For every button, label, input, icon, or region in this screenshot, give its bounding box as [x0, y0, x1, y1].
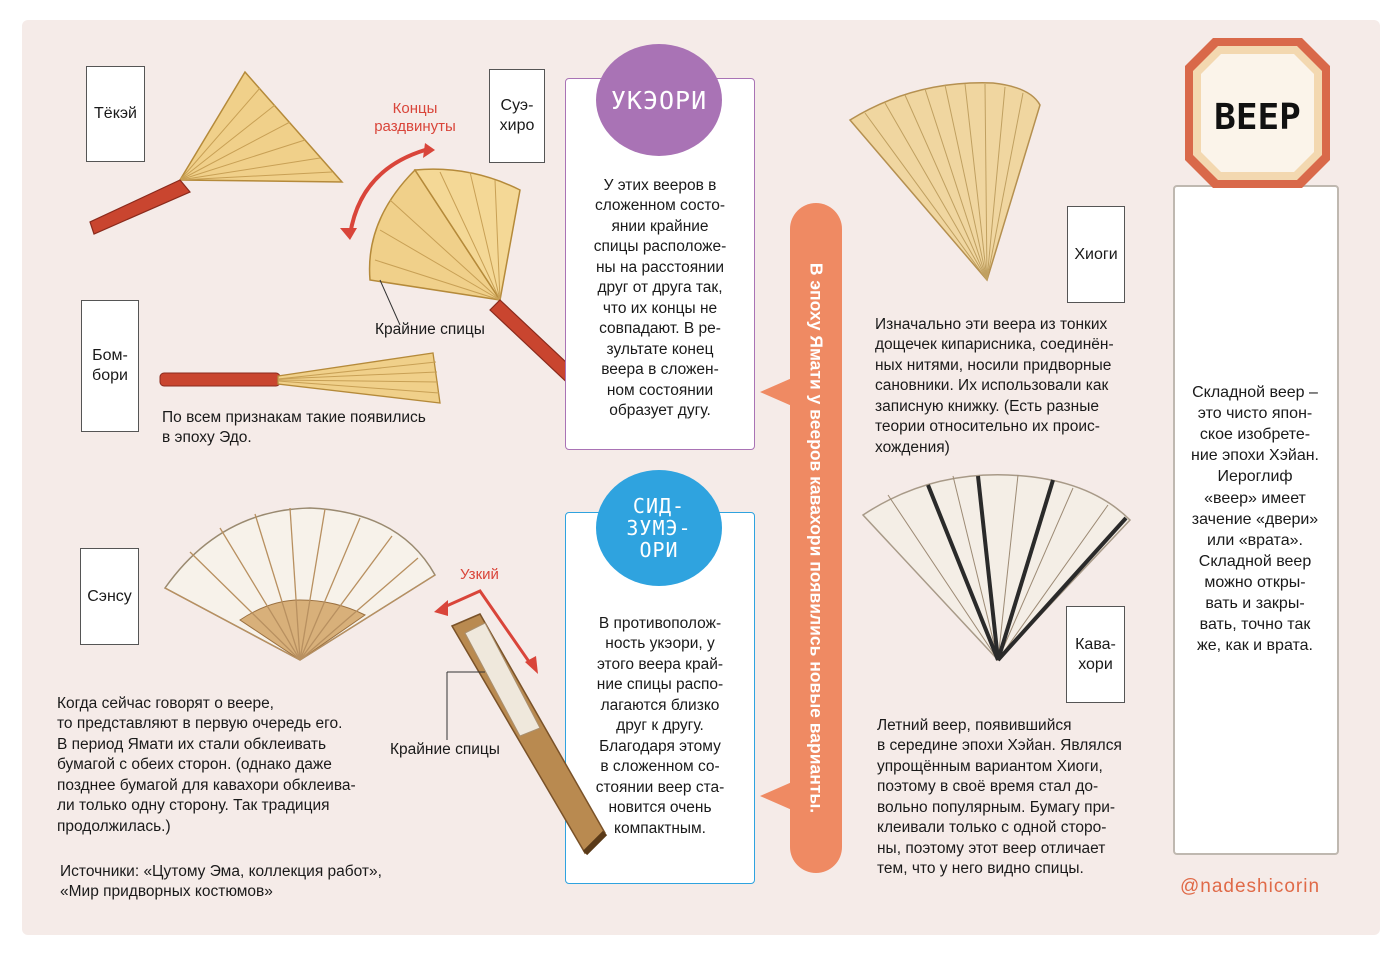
ukezori-title-badge: УКЭОРИ: [596, 44, 722, 156]
credit-handle: @nadeshicorin: [1180, 876, 1321, 897]
label-tekei: Тёкэй: [86, 66, 145, 162]
narrow-arrow-icon: [434, 589, 538, 674]
hiogi-fan-icon: [848, 82, 1041, 282]
label-sensu: Сэнсу: [80, 548, 139, 645]
sidebar-text: Складной веер – это чисто япон- ское изо…: [1191, 384, 1319, 655]
sources: Источники: «Цутому Эма, коллекция работ»…: [60, 863, 382, 901]
sidebar-title: ВЕЕР: [1214, 97, 1301, 138]
shizume-title-badge: СИД- ЗУМЭ- ОРИ: [596, 470, 722, 586]
sensu-fan-icon: [163, 507, 437, 661]
annotation-outer-ribs-top: Крайние спицы: [375, 321, 485, 338]
shizume-fan-icon: [450, 613, 608, 856]
shizume-text: В противополож- ность укэори, у этого ве…: [595, 615, 725, 837]
banner-pointer-top: [760, 378, 792, 406]
annotation-ends-apart: Концы раздвинуты: [374, 100, 456, 135]
banner-pointer-bottom: [760, 782, 792, 810]
ukezori-text: У этих вееров в сложенном состо- янии кр…: [593, 177, 727, 419]
label-suehiro: Суэ- хиро: [489, 69, 545, 163]
banner-bar: [790, 203, 842, 873]
sidebar-title-frame: [1185, 38, 1330, 188]
label-hiogi: Хиоги: [1067, 206, 1125, 303]
banner-text: В эпоху Ямати у вееров кавахори появилис…: [806, 262, 827, 814]
tekei-fan-icon: [89, 70, 344, 235]
label-kawahori: Кава- хори: [1066, 606, 1125, 703]
suehiro-fan-icon: [368, 168, 586, 391]
sensu-description: Когда сейчас говорят о веере, то предста…: [57, 695, 356, 835]
bombori-fan-icon: [159, 352, 441, 404]
label-bombori: Бом- бори: [81, 300, 139, 432]
annotation-outer-ribs-bottom: Крайние спицы: [390, 741, 500, 758]
kawahori-description: Летний веер, появившийся в середине эпох…: [877, 717, 1122, 878]
sidebar-card: [1173, 185, 1339, 855]
annotation-narrow: Узкий: [460, 566, 499, 583]
hiogi-description: Изначально эти веера из тонких дощечек к…: [875, 316, 1114, 456]
spread-arrow-icon: [340, 143, 435, 240]
outer-ribs-pointer: [446, 671, 485, 740]
kawahori-fan-icon: [861, 474, 1132, 662]
bombori-description: По всем признакам такие появились в эпох…: [162, 409, 426, 447]
